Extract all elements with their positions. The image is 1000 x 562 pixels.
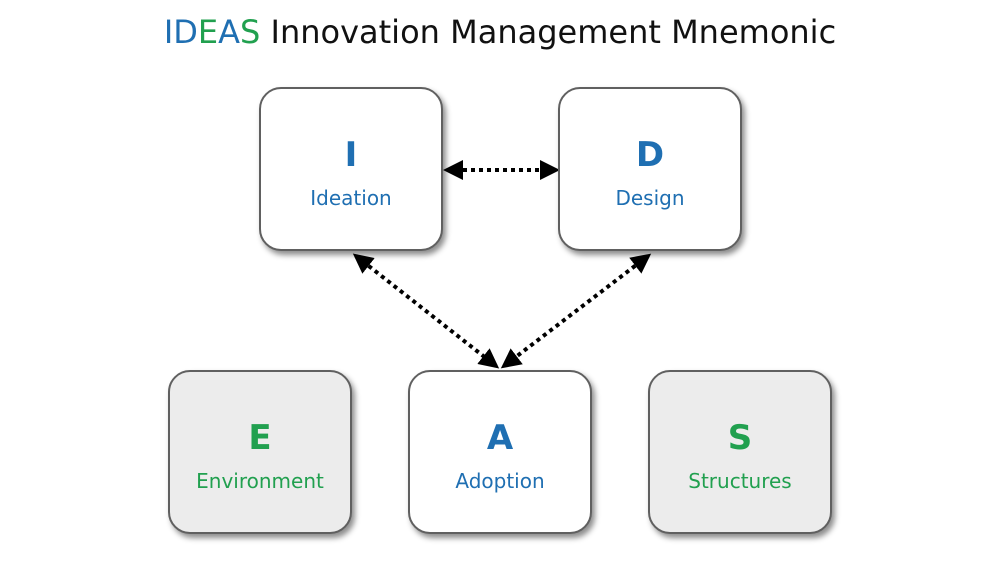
environment-letter: E <box>248 418 272 458</box>
design-label: Design <box>615 186 685 210</box>
title-letter-s: S <box>240 13 261 51</box>
environment-label: Environment <box>196 469 324 493</box>
ideation-box: I Ideation <box>259 87 443 251</box>
diagram-title: IDEAS Innovation Management Mnemonic <box>0 8 1000 56</box>
structures-label: Structures <box>688 469 792 493</box>
design-box: D Design <box>558 87 742 251</box>
design-letter: D <box>635 135 665 175</box>
structures-letter: S <box>727 418 753 458</box>
adoption-box: A Adoption <box>408 370 592 534</box>
adoption-label: Adoption <box>455 469 545 493</box>
arrow-ideation-adoption <box>352 253 500 369</box>
ideation-letter: I <box>344 135 358 175</box>
adoption-letter: A <box>486 418 514 458</box>
arrow-design-adoption <box>500 253 652 369</box>
title-letter-d: D <box>173 13 198 51</box>
title-letter-e: E <box>197 13 219 51</box>
ideation-label: Ideation <box>310 186 392 210</box>
title-letter-i: I <box>163 13 174 51</box>
title-rest: Innovation Management Mnemonic <box>260 13 837 51</box>
title-letter-a: A <box>218 13 241 51</box>
structures-box: S Structures <box>648 370 832 534</box>
environment-box: E Environment <box>168 370 352 534</box>
